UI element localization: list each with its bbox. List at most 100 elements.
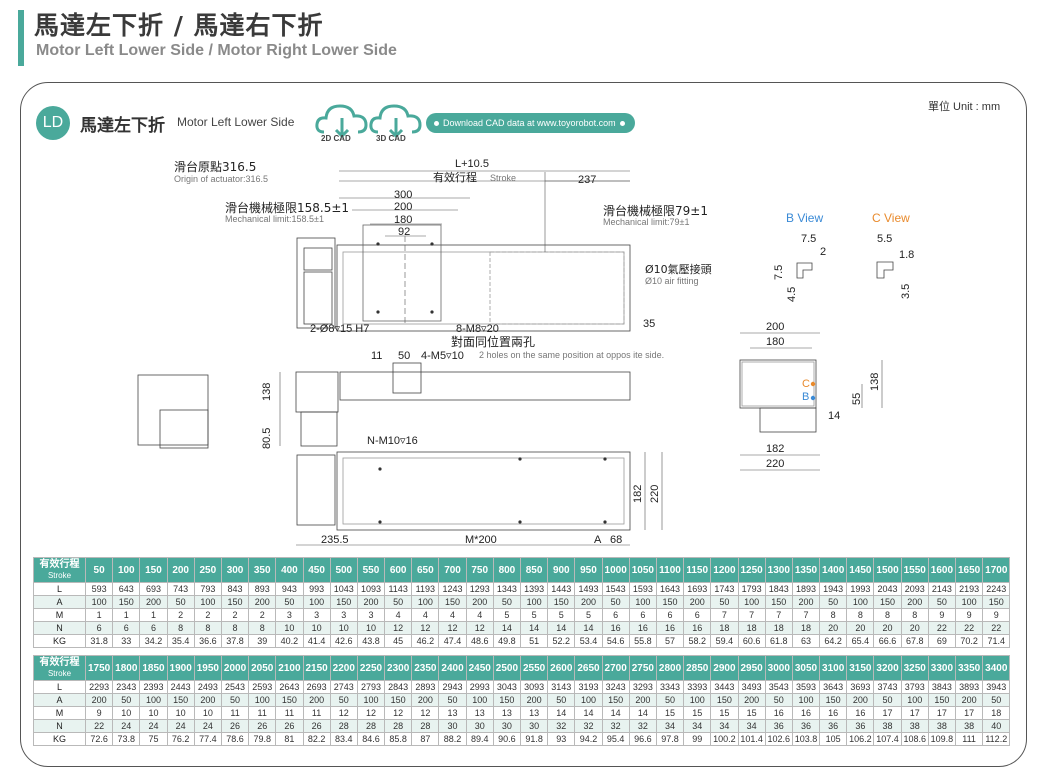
table-cell: 49.8 [492,634,522,648]
panel-title-en: Motor Left Lower Side [177,115,295,129]
c-view-title: C View [872,211,910,225]
table-cell: 1743 [710,582,739,596]
mech-left-en: Mechanical limit:158.5±1 [225,214,324,224]
table-cell: 50 [601,595,630,609]
table-cell: 10 [356,621,386,635]
table-cell: 1393 [519,582,549,596]
table-cell: 101.4 [737,732,766,746]
table-cell: 57 [655,634,685,648]
table-cell: 15 [655,706,685,720]
table-cell: 4 [465,608,494,622]
table-cell: 50 [819,595,848,609]
table-cell: 7 [737,608,766,622]
table-cell: 12 [384,706,413,720]
table-cell: 1643 [655,582,685,596]
table-cell: 200 [356,595,386,609]
table-cell: 20 [873,621,902,635]
stroke-value: 1450 [846,557,875,583]
table-cell: 28 [329,719,358,733]
table-cell: 3 [302,608,331,622]
stroke-value: 1700 [982,557,1011,583]
row-label: L [33,680,86,694]
table-cell: 9 [927,608,957,622]
table-cell: 11 [220,706,250,720]
dim-68: 68 [610,534,622,546]
cad-2d-label[interactable]: 2D CAD [321,134,351,143]
end-dim-55: 55 [851,393,863,405]
download-link[interactable]: Download CAD data at www.toyorobot.com [426,113,635,133]
table-cell: 8 [819,608,848,622]
table-cell: 36 [819,719,848,733]
table-cell: 200 [465,595,494,609]
mech-left-cn: 滑台機械極限158.5±1 [225,200,349,215]
table-cell: 100 [193,595,222,609]
table-cell: 12 [356,706,386,720]
table-cell: 50 [112,693,141,707]
stroke-header-en: Stroke [47,571,72,580]
stroke-value: 2300 [384,655,413,681]
table-cell: 10 [329,621,358,635]
dim-11: 11 [371,350,382,362]
technical-drawing: 滑台原點316.5 Origin of actuator:316.5 L+10.… [137,158,914,546]
table-cell: 2593 [248,680,277,694]
table-cell: 13 [465,706,494,720]
stroke-value: 2150 [302,655,331,681]
table-cell: 893 [248,582,277,596]
table-cell: 3343 [655,680,685,694]
table-cell: 3593 [791,680,821,694]
table-cell: 150 [655,595,685,609]
cad-3d-label[interactable]: 3D CAD [376,134,406,143]
stroke-header-cn: 有效行程 [39,657,80,668]
table-cell: 17 [927,706,957,720]
table-cell: 50 [547,693,576,707]
table-cell: 60.6 [737,634,766,648]
table-cell: 69 [927,634,957,648]
table-cell: 100 [84,595,114,609]
table-cell: 6 [112,621,141,635]
table-cell: 7 [791,608,821,622]
table-cell: 3 [275,608,304,622]
cad-2d-cloud-icon[interactable] [314,98,370,146]
table-cell: 100 [628,595,657,609]
air-fitting-en: Ø10 air fitting [645,276,699,286]
cad-3d-cloud-icon[interactable] [368,98,424,146]
table-cell: 14 [492,621,522,635]
table-cell: 2543 [220,680,250,694]
table-cell: 200 [628,693,657,707]
stroke-value: 2500 [492,655,522,681]
table-cell: 743 [166,582,195,596]
table-cell: 18 [982,706,1011,720]
table-cell: 100 [519,595,549,609]
stroke-value: 2200 [329,655,358,681]
table-cell: 200 [954,693,984,707]
table-cell: 24 [193,719,222,733]
table-cell: 90.6 [492,732,522,746]
table-cell: 111 [954,732,984,746]
table-cell: 93 [547,732,576,746]
table-cell: 3243 [601,680,630,694]
table-cell: 65.4 [846,634,875,648]
table-cell: 150 [166,693,195,707]
table-cell: 8 [193,621,222,635]
table-cell: 8 [873,608,902,622]
table-cell: 9 [84,706,114,720]
stroke-value: 2050 [248,655,277,681]
dim-180: 180 [394,214,412,226]
side-view-body [339,371,631,401]
table-cell: 2 [193,608,222,622]
table-cell: 100 [139,693,168,707]
stroke-value: 2450 [465,655,494,681]
stroke-value: 750 [465,557,494,583]
table-cell: 2 [220,608,250,622]
table-cell: 2143 [927,582,957,596]
end-dim-14: 14 [828,410,840,422]
stroke-value: 300 [220,557,250,583]
table-cell: 30 [465,719,494,733]
table-cell: 2943 [438,680,467,694]
origin-cn: 滑台原點316.5 [174,159,256,174]
table-cell: 41.4 [302,634,331,648]
